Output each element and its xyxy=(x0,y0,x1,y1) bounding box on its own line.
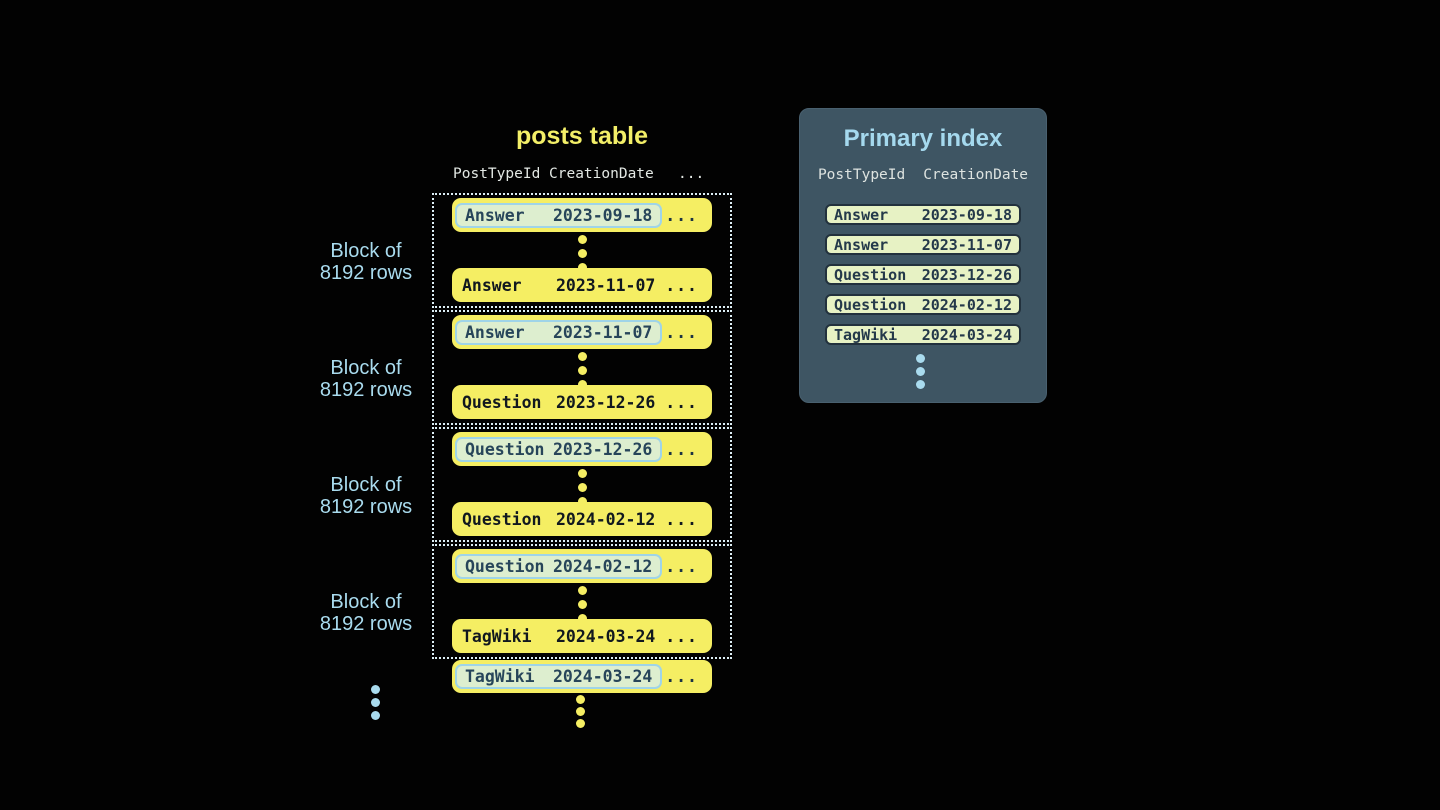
cell-posttypeid: Answer xyxy=(465,205,525,225)
block-2: Answer 2023-11-07 ... Question 2023-12-2… xyxy=(432,310,732,425)
table-row: Question 2024-02-12 ... xyxy=(452,502,712,536)
index-row: Answer 2023-11-07 xyxy=(825,234,1021,255)
cell-posttypeid: Question xyxy=(462,509,542,529)
cell-posttypeid: Question xyxy=(834,295,907,314)
cell-posttypeid: Question xyxy=(834,265,907,284)
cell-posttypeid: Answer xyxy=(834,205,889,224)
cell-more-columns: ... xyxy=(665,439,698,459)
cell-creationdate: 2023-11-07 xyxy=(553,322,653,342)
cell-creationdate: 2024-02-12 xyxy=(556,509,656,529)
primary-key-highlight: Answer 2023-09-18 xyxy=(455,202,663,228)
cell-creationdate: 2023-09-18 xyxy=(553,205,653,225)
posts-header-more: ... xyxy=(678,166,705,182)
table-row: TagWiki 2024-03-24 ... xyxy=(452,660,712,693)
cell-posttypeid: Question xyxy=(465,556,545,576)
cell-posttypeid: TagWiki xyxy=(834,325,898,344)
block-2-rows: Answer 2023-11-07 ... Question 2023-12-2… xyxy=(434,312,730,423)
block-3-label: Block of 8192 rows xyxy=(319,474,413,518)
primary-key-highlight: TagWiki 2024-03-24 xyxy=(455,664,663,689)
ellipsis-dots xyxy=(916,354,925,389)
index-row: Answer 2023-09-18 xyxy=(825,204,1021,225)
table-row: Answer 2023-11-07 ... xyxy=(452,315,712,349)
index-row: TagWiki 2024-03-24 xyxy=(825,324,1021,345)
block-4: Question 2024-02-12 ... TagWiki 2024-03-… xyxy=(432,544,732,659)
ellipsis-dots xyxy=(578,469,587,506)
table-row: Answer 2023-09-18 ... xyxy=(452,198,712,232)
cell-more-columns: ... xyxy=(665,667,698,686)
primary-key-highlight: Question 2023-12-26 xyxy=(455,436,663,462)
block-3-rows: Question 2023-12-26 ... Question 2024-02… xyxy=(434,429,730,540)
cell-creationdate: 2024-03-24 xyxy=(556,626,656,646)
block-2-label: Block of 8192 rows xyxy=(319,357,413,401)
index-row: Question 2023-12-26 xyxy=(825,264,1021,285)
ellipsis-dots xyxy=(578,235,587,272)
cell-more-columns: ... xyxy=(665,509,698,529)
ellipsis-dots xyxy=(578,352,587,389)
cell-creationdate: 2024-03-24 xyxy=(553,667,653,686)
primary-key-highlight: Answer 2023-11-07 xyxy=(455,319,663,345)
cell-creationdate: 2023-11-07 xyxy=(921,235,1012,254)
cell-more-columns: ... xyxy=(665,392,698,412)
cell-more-columns: ... xyxy=(665,275,698,295)
table-row: TagWiki 2024-03-24 ... xyxy=(452,619,712,653)
cell-creationdate: 2023-09-18 xyxy=(921,205,1012,224)
table-row: Answer 2023-11-07 ... xyxy=(452,268,712,302)
block-1: Answer 2023-09-18 ... Answer 2023-11-07 … xyxy=(432,193,732,308)
primary-key-highlight: Question 2024-02-12 xyxy=(455,553,663,579)
table-row: Question 2024-02-12 ... xyxy=(452,549,712,583)
block-3: Question 2023-12-26 ... Question 2024-02… xyxy=(432,427,732,542)
primary-index-title: Primary index xyxy=(843,125,1003,152)
table-row: Question 2023-12-26 ... xyxy=(452,432,712,466)
cell-creationdate: 2023-11-07 xyxy=(556,275,656,295)
index-header-creationdate: CreationDate xyxy=(923,167,1029,183)
cell-creationdate: 2024-02-12 xyxy=(553,556,653,576)
block-4-rows: Question 2024-02-12 ... TagWiki 2024-03-… xyxy=(434,546,730,657)
cell-more-columns: ... xyxy=(665,322,698,342)
cell-more-columns: ... xyxy=(665,205,698,225)
cell-more-columns: ... xyxy=(665,626,698,646)
cell-more-columns: ... xyxy=(665,556,698,576)
index-header-posttypeid: PostTypeId xyxy=(817,167,906,183)
cell-posttypeid: TagWiki xyxy=(465,667,535,686)
block-4-label: Block of 8192 rows xyxy=(319,591,413,635)
cell-posttypeid: Question xyxy=(465,439,545,459)
block-1-label: Block of 8192 rows xyxy=(319,240,413,284)
primary-index-panel: Primary index PostTypeId CreationDate An… xyxy=(799,108,1047,403)
ellipsis-dots xyxy=(576,695,585,728)
primary-index-column-headers: PostTypeId CreationDate xyxy=(800,167,1046,183)
cell-posttypeid: Question xyxy=(462,392,542,412)
posts-table-column-headers: PostTypeId CreationDate ... xyxy=(452,166,722,184)
table-row: Question 2023-12-26 ... xyxy=(452,385,712,419)
ellipsis-dots xyxy=(371,685,380,720)
cell-creationdate: 2023-12-26 xyxy=(556,392,656,412)
posts-header-posttypeid: PostTypeId xyxy=(453,166,541,182)
ellipsis-dots xyxy=(578,586,587,623)
cell-creationdate: 2024-02-12 xyxy=(921,295,1012,314)
posts-header-creationdate: CreationDate xyxy=(549,166,654,182)
cell-creationdate: 2024-03-24 xyxy=(921,325,1012,344)
cell-posttypeid: TagWiki xyxy=(462,626,532,646)
block-1-rows: Answer 2023-09-18 ... Answer 2023-11-07 … xyxy=(434,195,730,306)
posts-table-title: posts table xyxy=(516,122,648,150)
cell-posttypeid: Answer xyxy=(462,275,522,295)
cell-posttypeid: Answer xyxy=(465,322,525,342)
cell-posttypeid: Answer xyxy=(834,235,889,254)
index-row: Question 2024-02-12 xyxy=(825,294,1021,315)
cell-creationdate: 2023-12-26 xyxy=(553,439,653,459)
cell-creationdate: 2023-12-26 xyxy=(921,265,1012,284)
